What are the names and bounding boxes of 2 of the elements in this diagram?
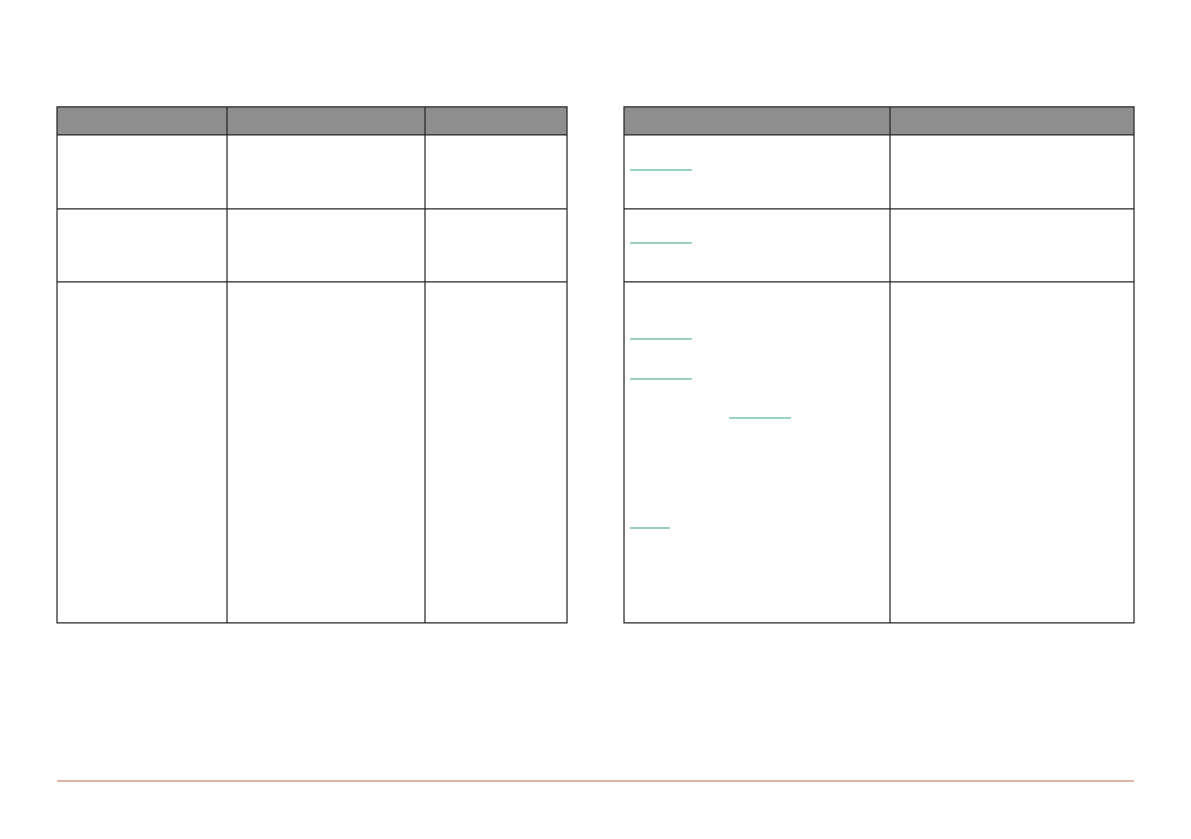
table-drawing: [623, 106, 1135, 624]
table-drawing: [56, 106, 568, 624]
